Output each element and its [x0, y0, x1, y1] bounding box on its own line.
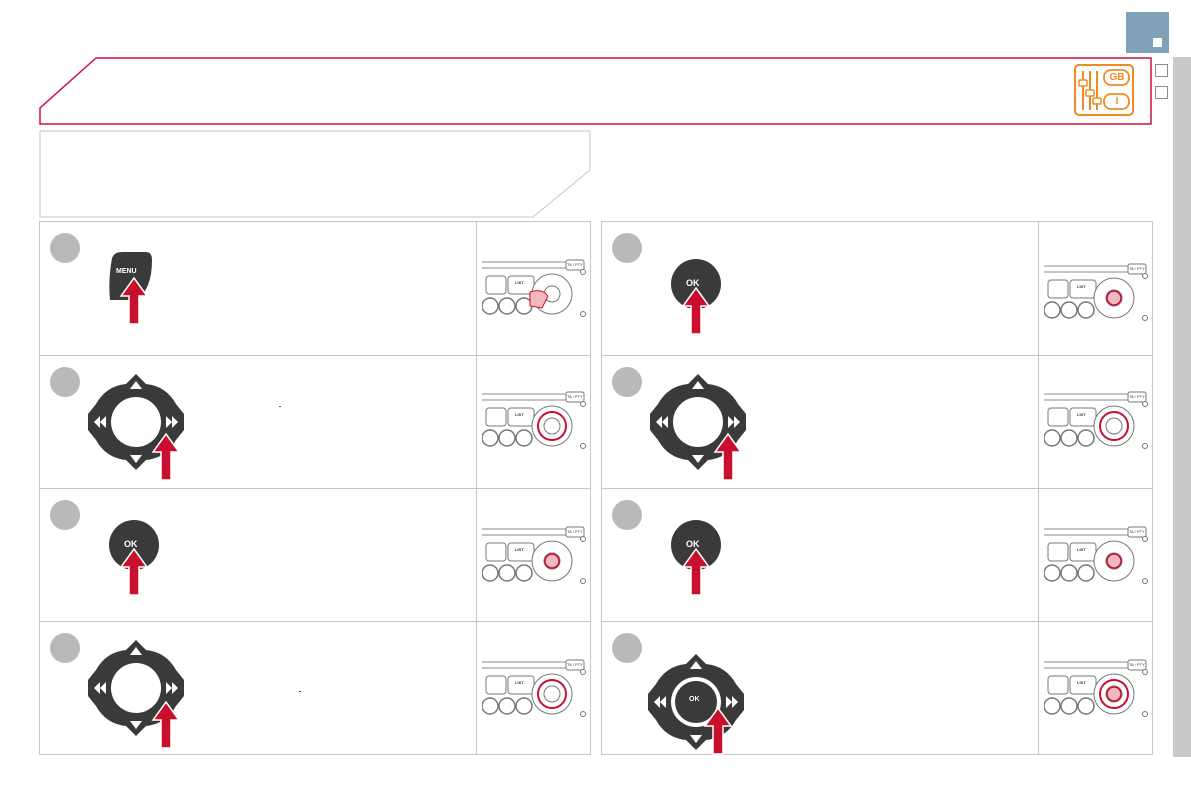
thumb-button-mid: LIST	[1077, 284, 1086, 289]
radio-panel-thumbnail: TA / PTY LIST	[1044, 384, 1148, 464]
step-row: OK TA / PTY LIST	[602, 621, 1152, 756]
thumb-button-mid: LIST	[515, 280, 524, 285]
chapter-marker-icon	[1153, 38, 1162, 47]
thumb-button-top: TA / PTY	[1129, 662, 1145, 667]
dpad-ok-label: OK	[689, 696, 700, 703]
steps-panel-right: OK TA / PTY LIST TA / PTY LIST OK TA / P…	[601, 221, 1153, 755]
menu-button[interactable]: MENU	[106, 250, 166, 326]
radio-panel-thumbnail: TA / PTY LIST	[1044, 519, 1148, 599]
side-nav-box-2[interactable]	[1155, 86, 1168, 99]
ok-button-label: OK	[124, 539, 138, 549]
step-row: OK TA / PTY LIST	[602, 488, 1152, 621]
thumb-button-top: TA / PTY	[1129, 266, 1145, 271]
ok-button[interactable]: OK	[108, 519, 164, 599]
side-nav-box-1[interactable]	[1155, 64, 1168, 77]
thumb-button-mid: LIST	[515, 547, 524, 552]
thumb-button-top: TA / PTY	[1129, 394, 1145, 399]
step-row: OK TA / PTY LIST	[602, 222, 1152, 355]
step-row: OK TA / PTY LIST	[40, 488, 590, 621]
step-number-circle	[50, 367, 80, 397]
radio-panel-thumbnail: TA / PTY LIST	[482, 652, 586, 732]
chapter-tab[interactable]	[1126, 12, 1169, 53]
radio-panel-thumbnail: TA / PTY LIST	[482, 384, 586, 464]
badge-bottom: I	[1115, 96, 1119, 107]
ok-button[interactable]: OK	[670, 258, 726, 338]
thumb-button-top: TA / PTY	[567, 662, 583, 667]
step-number-circle	[612, 633, 642, 663]
header-banner	[38, 56, 1154, 128]
radio-panel-thumbnail: TA / PTY LIST	[1044, 256, 1148, 336]
step-row: TA / PTY LIST	[602, 355, 1152, 488]
ok-button-label: OK	[686, 539, 700, 549]
radio-panel-thumbnail: TA / PTY LIST	[482, 519, 586, 599]
thumb-button-top: TA / PTY	[567, 262, 583, 267]
dpad-ok-control[interactable]: OK	[646, 652, 746, 755]
radio-panel-thumbnail: TA / PTY LIST	[482, 252, 586, 332]
dpad-right-control[interactable]	[86, 638, 186, 748]
language-settings-icon: GB I	[1074, 64, 1134, 116]
thumb-button-mid: LIST	[1077, 680, 1086, 685]
thumb-button-mid: LIST	[515, 412, 524, 417]
intro-box	[39, 130, 591, 218]
badge-top: GB	[1109, 72, 1125, 83]
text-mark	[299, 691, 301, 692]
step-number-circle	[50, 500, 80, 530]
step-number-circle	[612, 500, 642, 530]
step-row: TA / PTY LIST	[40, 355, 590, 488]
radio-panel-thumbnail: TA / PTY LIST	[1044, 652, 1148, 732]
step-number-circle	[612, 367, 642, 397]
ok-button-label: OK	[686, 278, 700, 288]
thumb-button-mid: LIST	[515, 680, 524, 685]
ok-button[interactable]: OK	[670, 519, 726, 599]
side-scroll-strip[interactable]	[1173, 57, 1191, 757]
thumb-button-mid: LIST	[1077, 547, 1086, 552]
step-number-circle	[50, 633, 80, 663]
dpad-right-control[interactable]	[86, 372, 186, 481]
text-mark	[279, 406, 281, 407]
step-row: TA / PTY LIST	[40, 621, 590, 756]
step-row: MENU TA / PTY LIST	[40, 222, 590, 355]
thumb-button-top: TA / PTY	[567, 529, 583, 534]
thumb-button-mid: LIST	[1077, 412, 1086, 417]
thumb-button-top: TA / PTY	[1129, 529, 1145, 534]
step-number-circle	[50, 233, 80, 263]
step-number-circle	[612, 233, 642, 263]
thumb-button-top: TA / PTY	[567, 394, 583, 399]
steps-panel-left: MENU TA / PTY LIST TA / PTY LIST OK TA /…	[39, 221, 591, 755]
menu-button-label: MENU	[116, 268, 137, 275]
dpad-right-control[interactable]	[648, 372, 748, 481]
